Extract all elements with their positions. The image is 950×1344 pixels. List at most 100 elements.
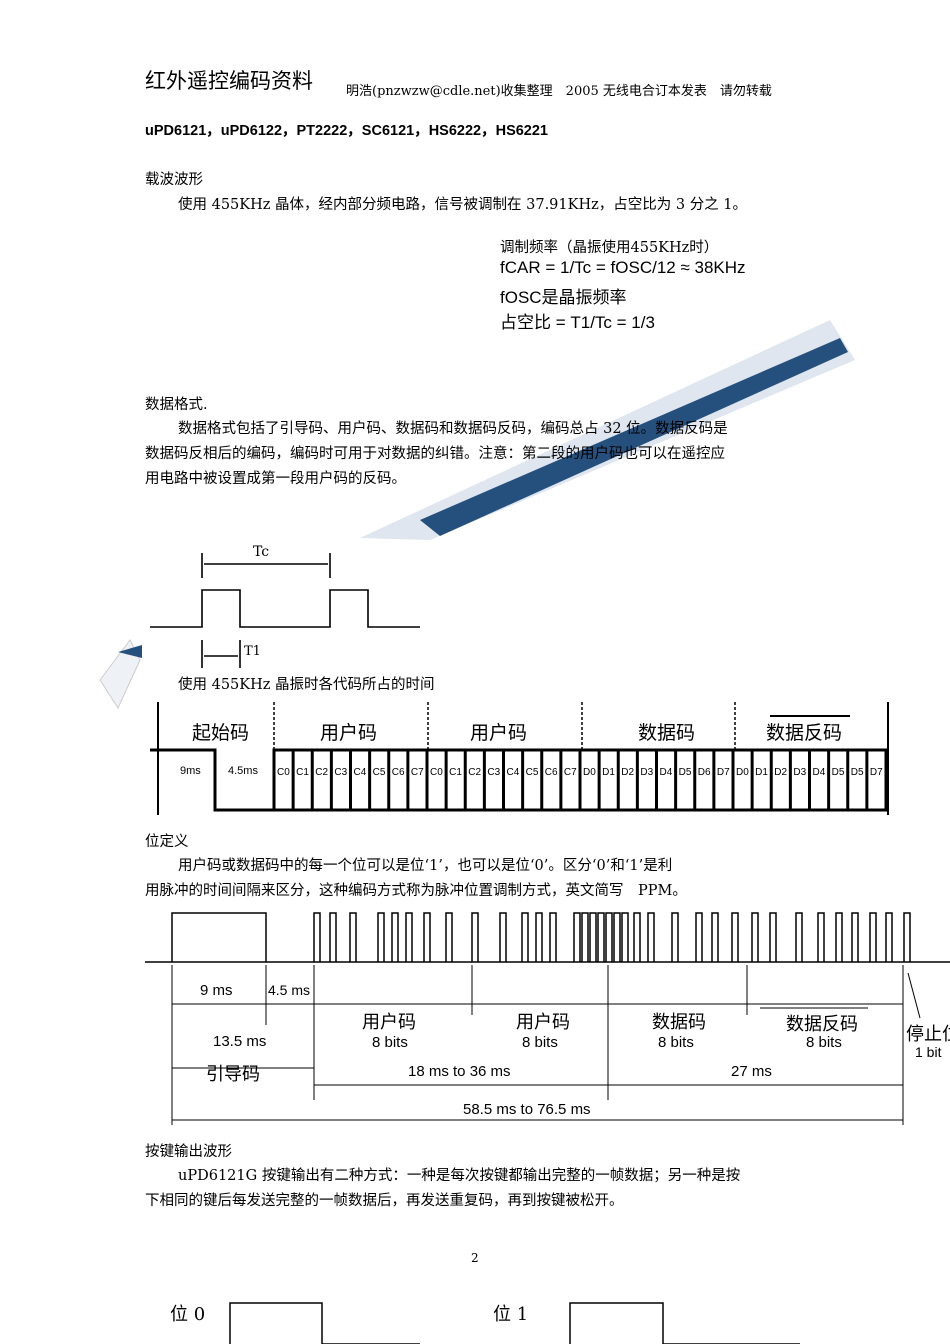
frame-diagram — [150, 702, 889, 815]
page-number: 2 — [471, 1251, 479, 1265]
pulse — [633, 912, 641, 962]
pulse — [405, 912, 413, 962]
pulse — [795, 912, 803, 962]
formula-line: fOSC是晶振频率 — [500, 288, 627, 307]
bitdef-para: 用户码或数据码中的每一个位可以是位‘1’，也可以是位‘0’。区分‘0’和‘1’是… — [178, 858, 673, 874]
pulse — [613, 912, 621, 962]
pulse — [391, 912, 399, 962]
pulse — [671, 912, 679, 962]
pulse — [869, 912, 877, 962]
pulse — [597, 912, 605, 962]
wave-label: 58.5 ms to 76.5 ms — [463, 1101, 591, 1118]
format-para: 用电路中被设置成第一段用户码的反码。 — [145, 471, 406, 487]
scan-artifact — [99, 320, 855, 710]
pulse — [581, 912, 589, 962]
bit-cell-label: D6 — [697, 767, 711, 778]
bit-cell-label: D4 — [659, 767, 673, 778]
bit-cell-label: C4 — [506, 767, 520, 778]
bit-cell-label: D2 — [774, 767, 788, 778]
pulse — [313, 912, 321, 962]
keyout-heading: 按键输出波形 — [145, 1144, 232, 1160]
bit-cell-label: D0 — [736, 767, 749, 778]
format-para: 数据码反相后的编码，编码时可用于对数据的纠错。注意：第二段的用户码也可以在遥控应 — [145, 446, 725, 462]
wave-label: 8 bits — [806, 1034, 842, 1051]
wave-label: 8 bits — [522, 1034, 558, 1051]
pulse — [903, 912, 911, 962]
wave-label: 停止位 — [906, 1024, 950, 1045]
format-heading: 数据格式. — [145, 397, 208, 413]
bit-cell-label: C5 — [372, 767, 386, 778]
wave-label: 8 bits — [372, 1034, 408, 1051]
pulse — [445, 912, 453, 962]
bit1-label: 位 1 — [493, 1304, 529, 1325]
wave-label: 9 ms — [200, 982, 233, 999]
pulse — [329, 912, 337, 962]
bit-cell-label: D7 — [716, 767, 730, 778]
pulse — [751, 912, 759, 962]
start-label: 4.5ms — [228, 765, 258, 777]
pulse — [535, 912, 543, 962]
section-label: 用户码 — [470, 722, 528, 744]
bit-cell-label: C1 — [449, 767, 462, 778]
wave-label: 27 ms — [731, 1063, 772, 1080]
bit-cell-label: D5 — [831, 767, 845, 778]
doc-title: 红外遥控编码资料 — [145, 69, 313, 93]
bit-cell-label: D4 — [812, 767, 826, 778]
carrier-heading: 载波波形 — [145, 172, 203, 188]
carrier-waveform — [150, 553, 420, 668]
bit-cell-label: C5 — [525, 767, 539, 778]
pulse — [835, 912, 843, 962]
wave-label: 数据码 — [652, 1012, 706, 1033]
pulse — [711, 912, 719, 962]
bit-cell-label: D2 — [621, 767, 635, 778]
pulse — [499, 912, 507, 962]
bit-waveforms — [229, 1302, 800, 1344]
wave-label: 4.5 ms — [268, 982, 311, 998]
t1-label: T1 — [244, 644, 261, 659]
bit-cell-label: C2 — [468, 767, 482, 778]
section-label: 起始码 — [192, 722, 250, 744]
bitdef-heading: 位定义 — [145, 834, 189, 850]
bitdef-para: 用脉冲的时间间隔来区分，这种编码方式称为脉冲位置调制方式，英文简写 PPM。 — [145, 883, 687, 899]
tc-label: Tc — [253, 544, 270, 560]
wave-label: 13.5 ms — [213, 1033, 267, 1050]
bit-cell-label: C4 — [353, 767, 367, 778]
wave-label: 8 bits — [658, 1034, 694, 1051]
pulse — [731, 912, 739, 962]
bit-cell-label: C0 — [277, 767, 290, 778]
bit-cell-label: C3 — [334, 767, 348, 778]
start-label: 9ms — [180, 765, 201, 777]
bit0-label: 位 0 — [170, 1304, 206, 1325]
doc-subtitle: 明浩(pnzwzw@cdle.net)收集整理 2005 无线电合订本发表 请勿… — [346, 84, 772, 99]
wave-label: 用户码 — [516, 1012, 570, 1033]
keyout-para: uPD6121G 按键输出有二种方式：一种是每次按键都输出完整的一帧数据；另一种… — [178, 1168, 741, 1184]
bit-cell-label: D0 — [583, 767, 596, 778]
frame-waveform — [145, 912, 950, 1125]
bit-cell-label: D5 — [678, 767, 692, 778]
formula-line: 调制频率（晶振使用455KHz时） — [500, 240, 719, 256]
bit-cell-label: D1 — [602, 767, 615, 778]
pulse — [471, 912, 479, 962]
pulse — [647, 912, 655, 962]
pulse — [549, 912, 557, 962]
section-label: 数据码 — [638, 722, 696, 744]
time-caption: 使用 455KHz 晶振时各代码所占的时间 — [178, 677, 435, 693]
formula-line: fCAR = 1/Tc = fOSC/12 ≈ 38KHz — [500, 258, 746, 277]
bit-cell-label: D1 — [755, 767, 768, 778]
wave-label: 引导码 — [206, 1064, 260, 1085]
pulse — [769, 912, 777, 962]
pulse — [423, 912, 431, 962]
section-label: 数据反码 — [766, 722, 843, 744]
wave-label: 用户码 — [362, 1012, 416, 1033]
pulse — [605, 912, 613, 962]
pulse — [621, 912, 629, 962]
carrier-para: 使用 455KHz 晶体，经内部分频电路，信号被调制在 37.91KHz，占空比… — [178, 197, 748, 213]
bit-cell-label: D3 — [640, 767, 654, 778]
bit-cell-label: D3 — [793, 767, 807, 778]
pulse — [377, 912, 385, 962]
bit-cell-label: C1 — [296, 767, 309, 778]
wave-label: 数据反码 — [786, 1014, 858, 1035]
pulse — [589, 912, 597, 962]
